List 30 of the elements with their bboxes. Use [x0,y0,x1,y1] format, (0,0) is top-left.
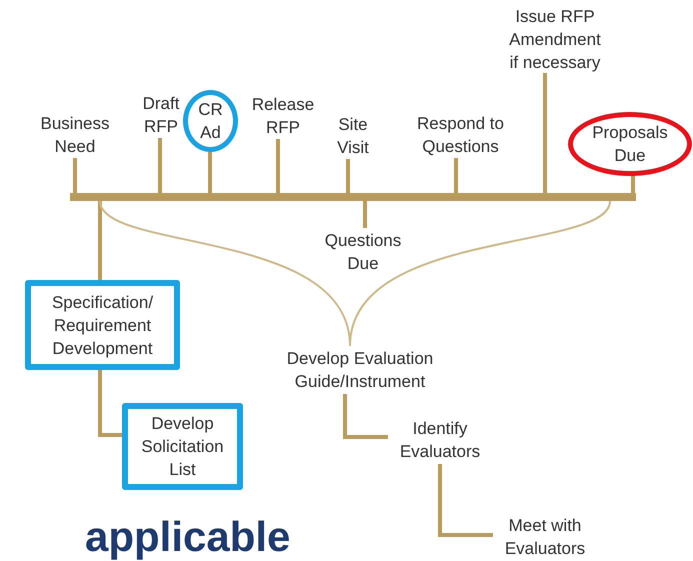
connector-line [98,370,122,437]
brace-connector [99,200,611,347]
highlighted-milestone: CR Ad [183,90,238,152]
connector-line [158,138,162,193]
milestone-label: Questions Due [308,228,418,276]
task-box: Develop Solicitation List [122,403,243,490]
milestone-label: Respond to Questions [403,112,518,158]
slide-text: applicable [85,512,290,561]
connector-line [98,201,102,280]
connector-line [454,158,458,193]
connector-line [276,139,280,193]
connector-line [438,464,493,537]
milestone-label: Draft RFP [136,92,186,138]
connector-line [631,174,635,193]
task-label: Meet with Evaluators [493,513,597,561]
task-label: Identify Evaluators [388,416,492,464]
connector-line [208,152,212,193]
milestone-label: Business Need [35,112,115,158]
connector-line [543,73,547,193]
task-label: Develop Evaluation Guide/Instrument [270,346,450,394]
connector-line [363,201,367,228]
connector-line [343,394,388,439]
milestone-label: Issue RFP Amendment if necessary [505,5,605,73]
milestone-label: Site Visit [323,113,383,159]
highlighted-milestone: Proposals Due [568,112,692,176]
connector-line [346,159,350,193]
connector-line [73,158,77,193]
milestone-label: Release RFP [243,93,323,139]
task-box: Specification/ Requirement Development [25,280,180,370]
timeline-bar [70,193,636,201]
